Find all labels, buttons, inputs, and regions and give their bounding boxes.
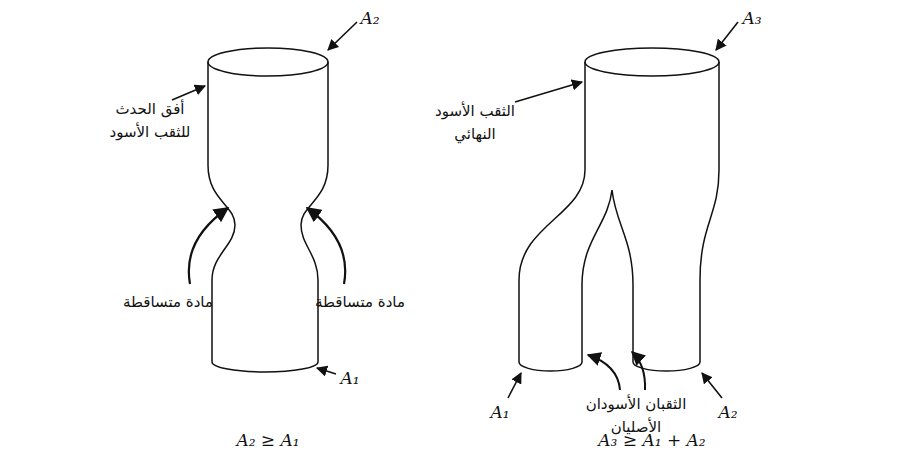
area-label: A₃: [742, 8, 761, 28]
leader-arrow: [317, 368, 336, 374]
leader-arrow: [172, 86, 205, 100]
leader-arrow: [702, 373, 722, 398]
horizon-bottom-rim: [519, 362, 582, 371]
horizon-bottom-rim: [212, 362, 318, 372]
area-label: A₁: [340, 368, 359, 388]
infall-arrow: [189, 208, 228, 284]
infall-label: مادة متساقطة: [113, 291, 223, 314]
infall-arrow: [307, 208, 345, 284]
horizon-top-rim: [208, 48, 328, 76]
leader-arrow: [716, 22, 738, 50]
leader-arrow: [632, 352, 645, 390]
horizon-left-wall: [519, 62, 585, 362]
leader-arrow: [515, 82, 582, 102]
horizon-crotch: [582, 190, 633, 362]
final-hole-label: الثقب الأسود النهائي: [429, 100, 521, 145]
area-label: A₂: [360, 8, 379, 28]
infall-label: مادة متساقطة: [305, 291, 415, 314]
leader-arrow: [328, 22, 357, 50]
area-label: A₂: [718, 402, 737, 422]
horizon-right-wall: [301, 62, 328, 362]
leader-arrow: [508, 373, 521, 398]
area-label: A₁: [490, 402, 509, 422]
horizon-top-rim: [585, 48, 719, 76]
leader-arrow: [588, 355, 620, 390]
horizon-right-wall: [700, 62, 719, 362]
area-inequality: A₂ ≥ A₁: [236, 430, 299, 450]
horizon-label: أفق الحدث للثقب الأسود: [104, 98, 196, 143]
area-inequality: A₃ ≥ A₁ + A₂: [598, 430, 705, 450]
